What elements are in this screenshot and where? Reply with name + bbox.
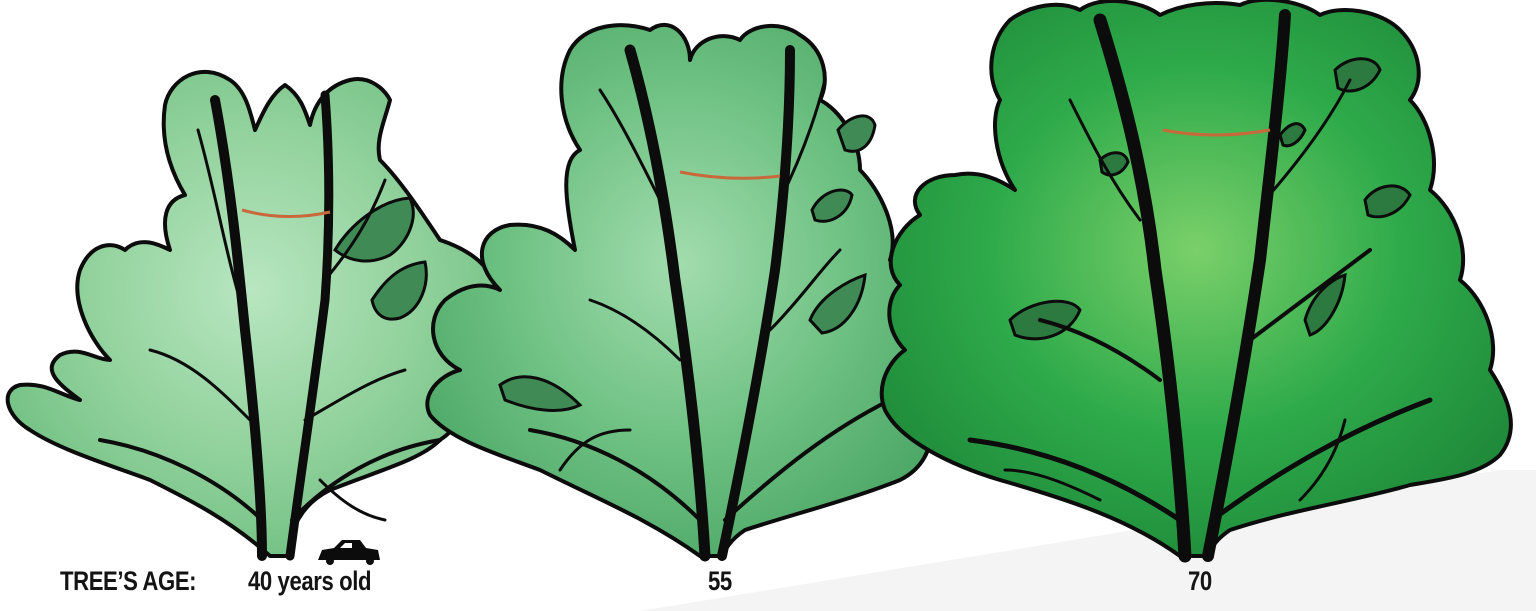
age-label-70: 70 [1188, 568, 1212, 595]
age-label-55: 55 [708, 568, 732, 595]
tree-70-canopy [882, 0, 1511, 556]
tree-55-years [427, 25, 932, 556]
age-label-40: 40 years old [248, 568, 371, 595]
tree-70-years [882, 0, 1511, 556]
tree-40-canopy [8, 72, 496, 556]
tree-40-years [8, 72, 496, 556]
tree-age-label: TREE’S AGE: [60, 568, 196, 595]
car-icon [318, 540, 380, 565]
